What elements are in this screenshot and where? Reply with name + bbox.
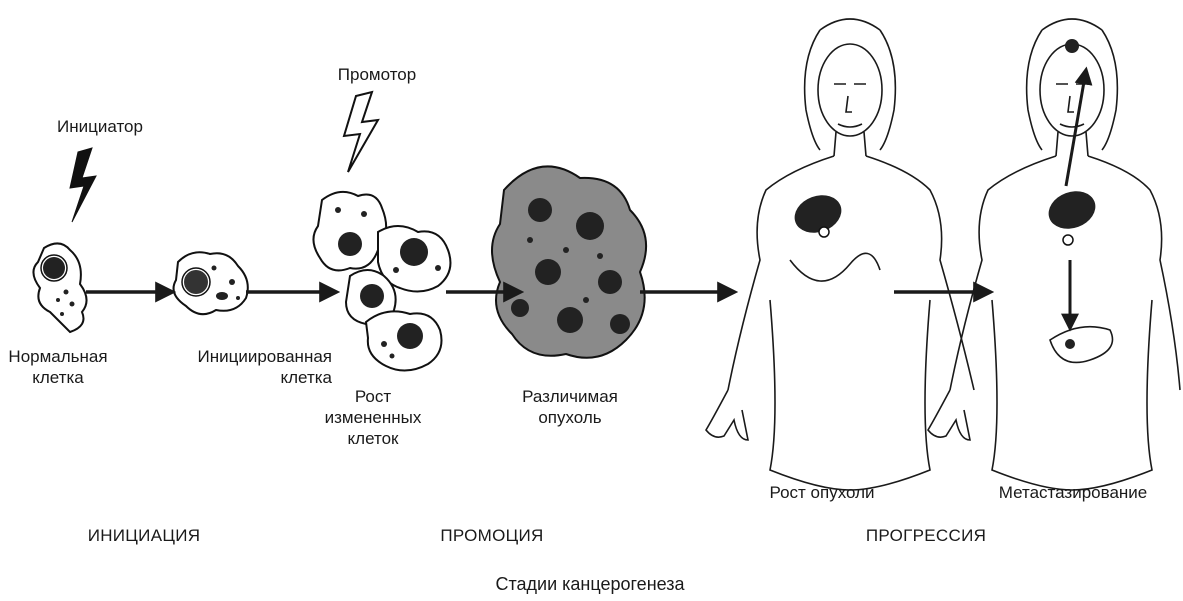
normal-cell-label: Нормальная клетка <box>4 346 112 388</box>
visible-tumor-icon <box>492 166 646 357</box>
breast-2-icon <box>1063 235 1073 245</box>
altered-growth-label: Рост измененных клеток <box>318 386 428 449</box>
brain-metastasis-icon <box>1065 39 1079 53</box>
altered-cells-cluster-icon <box>313 192 450 371</box>
initiated-cell-label: Инициированная клетка <box>152 346 332 388</box>
initiator-label: Инициатор <box>40 116 160 137</box>
stage-initiation: ИНИЦИАЦИЯ <box>64 525 224 546</box>
normal-cell-icon <box>33 243 86 332</box>
metastasis-label: Метастазирование <box>990 482 1156 503</box>
primary-tumor-icon <box>1043 185 1100 235</box>
promoter-label: Промотор <box>322 64 432 85</box>
tumor-growth-label: Рост опухоли <box>752 482 892 503</box>
tumor-mass-icon <box>789 189 846 239</box>
initiator-lightning-icon <box>70 148 96 222</box>
stage-progression: ПРОГРЕССИЯ <box>836 525 1016 546</box>
promoter-lightning-icon <box>344 92 378 172</box>
woman-metastasis-figure <box>928 19 1180 490</box>
breast-icon <box>819 227 829 237</box>
liver-metastasis-icon <box>1065 339 1075 349</box>
figure-caption: Стадии канцерогенеза <box>430 574 750 595</box>
visible-tumor-label: Различимая опухоль <box>510 386 630 428</box>
arrow-metastasis-up <box>1066 70 1086 186</box>
stage-promotion: ПРОМОЦИЯ <box>412 525 572 546</box>
initiated-cell-icon <box>174 252 248 314</box>
